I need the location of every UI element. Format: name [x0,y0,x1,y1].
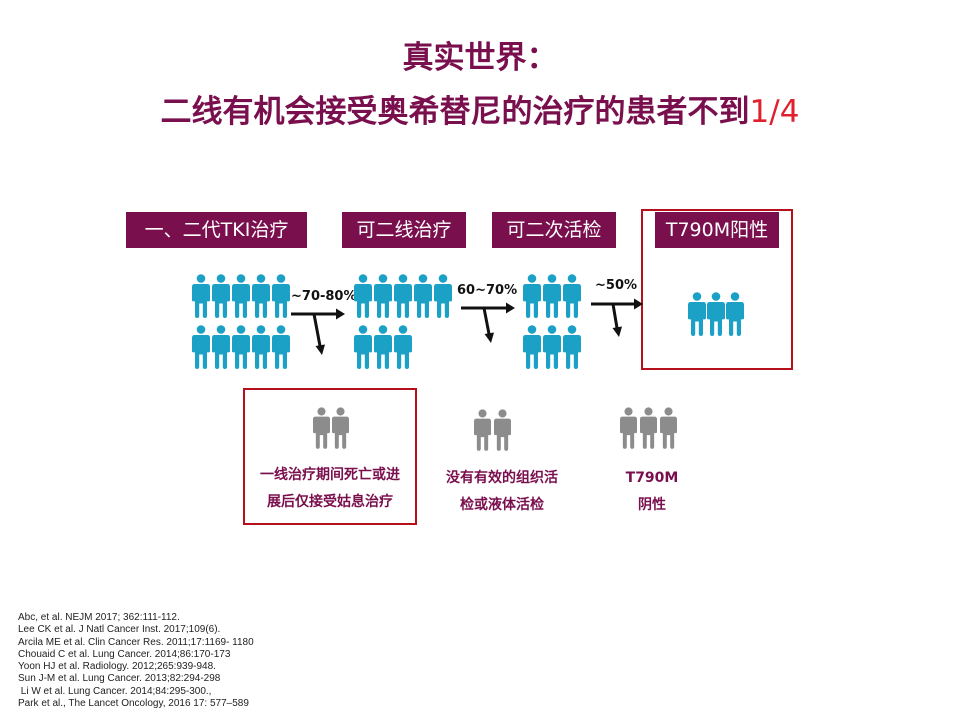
person-icon [640,407,657,449]
excluded-group-2 [474,409,511,451]
stage-label-t790m-positive: T790M阳性 [655,212,779,248]
reference-item: Lee CK et al. J Natl Cancer Inst. 2017;1… [18,624,221,636]
person-icon [374,274,392,318]
reference-item: Arcila ME et al. Clin Cancer Res. 2011;1… [18,636,254,648]
person-icon [414,274,432,318]
stage-label-second-line: 可二线治疗 [342,212,466,248]
person-icon [523,274,541,318]
person-icon [620,407,637,449]
excluded-caption-1-line-2: 展后仅接受姑息治疗 [267,494,393,510]
person-icon [252,274,270,318]
branch-arrow-icon-3 [591,302,636,329]
excluded-first-line-highlight-box [243,388,417,525]
person-icon [332,407,349,449]
references-list: Abc, et al. NEJM 2017; 362:111-112. Lee … [18,612,254,710]
transition-rate-3: ~50% [595,278,638,293]
reference-item: Abc, et al. NEJM 2017; 362:111-112. [18,612,180,623]
stage-label-rebiopsy: 可二次活检 [492,212,616,248]
person-icon [563,274,581,318]
excluded-caption-3-line-2: 阴性 [638,497,666,513]
person-icon [212,274,230,318]
person-icon [354,325,372,369]
reference-item: Chouaid C et al. Lung Cancer. 2014;86:17… [18,648,231,660]
person-icon [660,407,677,449]
person-icon [494,409,511,451]
reference-item: Park et al., The Lancet Oncology, 2016 1… [18,698,249,710]
arrowhead-down-3 [612,326,622,337]
arrowhead-down-1 [315,344,325,355]
slide-title-line-1: 真实世界： [402,40,558,76]
title-accent-fraction: 1/4 [749,94,800,130]
branch-arrow-icon-1 [291,312,338,347]
branch-arrow-icon-2 [461,306,508,335]
arrowhead-right-1 [336,308,345,320]
person-icon [232,325,250,369]
person-icon [707,292,725,336]
transition-rate-2: 60~70% [457,283,518,298]
person-icon [313,407,330,449]
person-icon [272,325,290,369]
patient-group-second-line [354,274,452,369]
excluded-group-1 [313,407,349,449]
excluded-caption-3: T790M 阴性 [612,465,692,519]
person-icon [688,292,706,336]
person-icon [232,274,250,318]
patient-group-t790m-positive [688,292,744,336]
reference-item: Sun J-M et al. Lung Cancer. 2013;82:294-… [18,673,221,685]
patient-group-tki [192,274,290,369]
person-icon [272,274,290,318]
excluded-caption-2-line-2: 检或液体活检 [460,497,544,513]
person-icon [726,292,744,336]
reference-item: Li W et al. Lung Cancer. 2014;84:295-300… [18,685,212,697]
person-icon [374,325,392,369]
person-icon [192,325,210,369]
person-icon [523,325,541,369]
excluded-caption-2: 没有有效的组织活 检或液体活检 [432,465,572,519]
excluded-caption-2-line-1: 没有有效的组织活 [446,470,558,486]
reference-item: Yoon HJ et al. Radiology. 2012;265:939-9… [18,661,216,673]
person-icon [394,325,412,369]
excluded-caption-1: 一线治疗期间死亡或进 展后仅接受姑息治疗 [250,462,410,516]
title-main-text: 二线有机会接受奥希替尼的治疗的患者不到 [160,94,750,130]
person-icon [252,325,270,369]
slide-title-line-2: 二线有机会接受奥希替尼的治疗的患者不到1/4 [0,86,960,131]
patient-group-rebiopsy [523,274,581,369]
person-icon [543,274,561,318]
arrowhead-right-3 [634,298,643,310]
person-icon [434,274,452,318]
excluded-group-3 [620,407,677,449]
excluded-caption-1-line-1: 一线治疗期间死亡或进 [260,467,400,483]
arrowhead-right-2 [506,302,515,314]
excluded-caption-3-line-1: T790M [625,470,679,486]
person-icon [474,409,491,451]
person-icon [192,274,210,318]
stage-label-tki: 一、二代TKI治疗 [126,212,307,248]
arrowhead-down-2 [484,332,494,343]
person-icon [563,325,581,369]
person-icon [354,274,372,318]
person-icon [212,325,230,369]
person-icon [543,325,561,369]
person-icon [394,274,412,318]
t790m-positive-highlight-box [641,209,793,370]
transition-rate-1: ~70-80% [291,289,357,304]
